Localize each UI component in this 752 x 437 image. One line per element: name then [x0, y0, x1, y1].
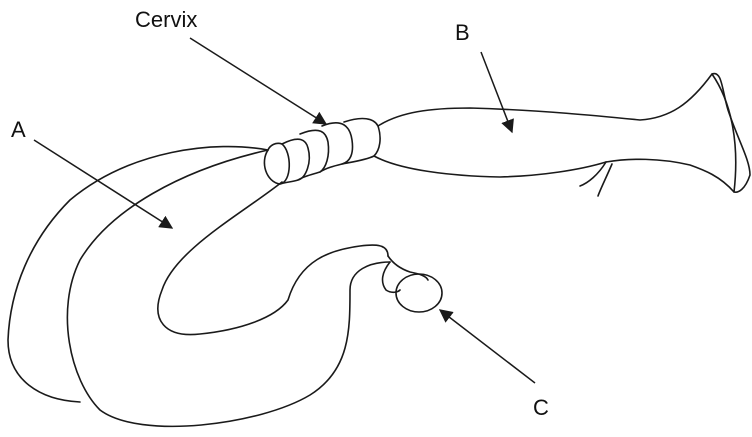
cervix-leader-line — [190, 38, 326, 124]
vagina-b — [374, 73, 750, 196]
cervix-ring-1 — [264, 143, 289, 184]
c-leader-line — [440, 310, 535, 383]
label-a: A — [11, 117, 26, 142]
vagina-lower-outline — [374, 156, 606, 177]
ovary-c — [396, 274, 442, 312]
cervix-rings — [264, 119, 380, 184]
b-leader-line — [481, 52, 512, 132]
horn-inner-outline — [158, 182, 388, 335]
label-cervix: Cervix — [135, 7, 197, 32]
cervix-ring-5 — [342, 119, 380, 164]
vagina-upper-outline — [378, 73, 750, 192]
label-c: C — [533, 395, 549, 420]
uterine-horn-a — [8, 147, 390, 427]
a-leader-line — [34, 140, 172, 228]
cervix-ring-3 — [298, 130, 329, 180]
vulva-lip-2 — [598, 164, 612, 196]
label-b: B — [455, 20, 470, 45]
horn-outer-lobe — [8, 147, 268, 402]
